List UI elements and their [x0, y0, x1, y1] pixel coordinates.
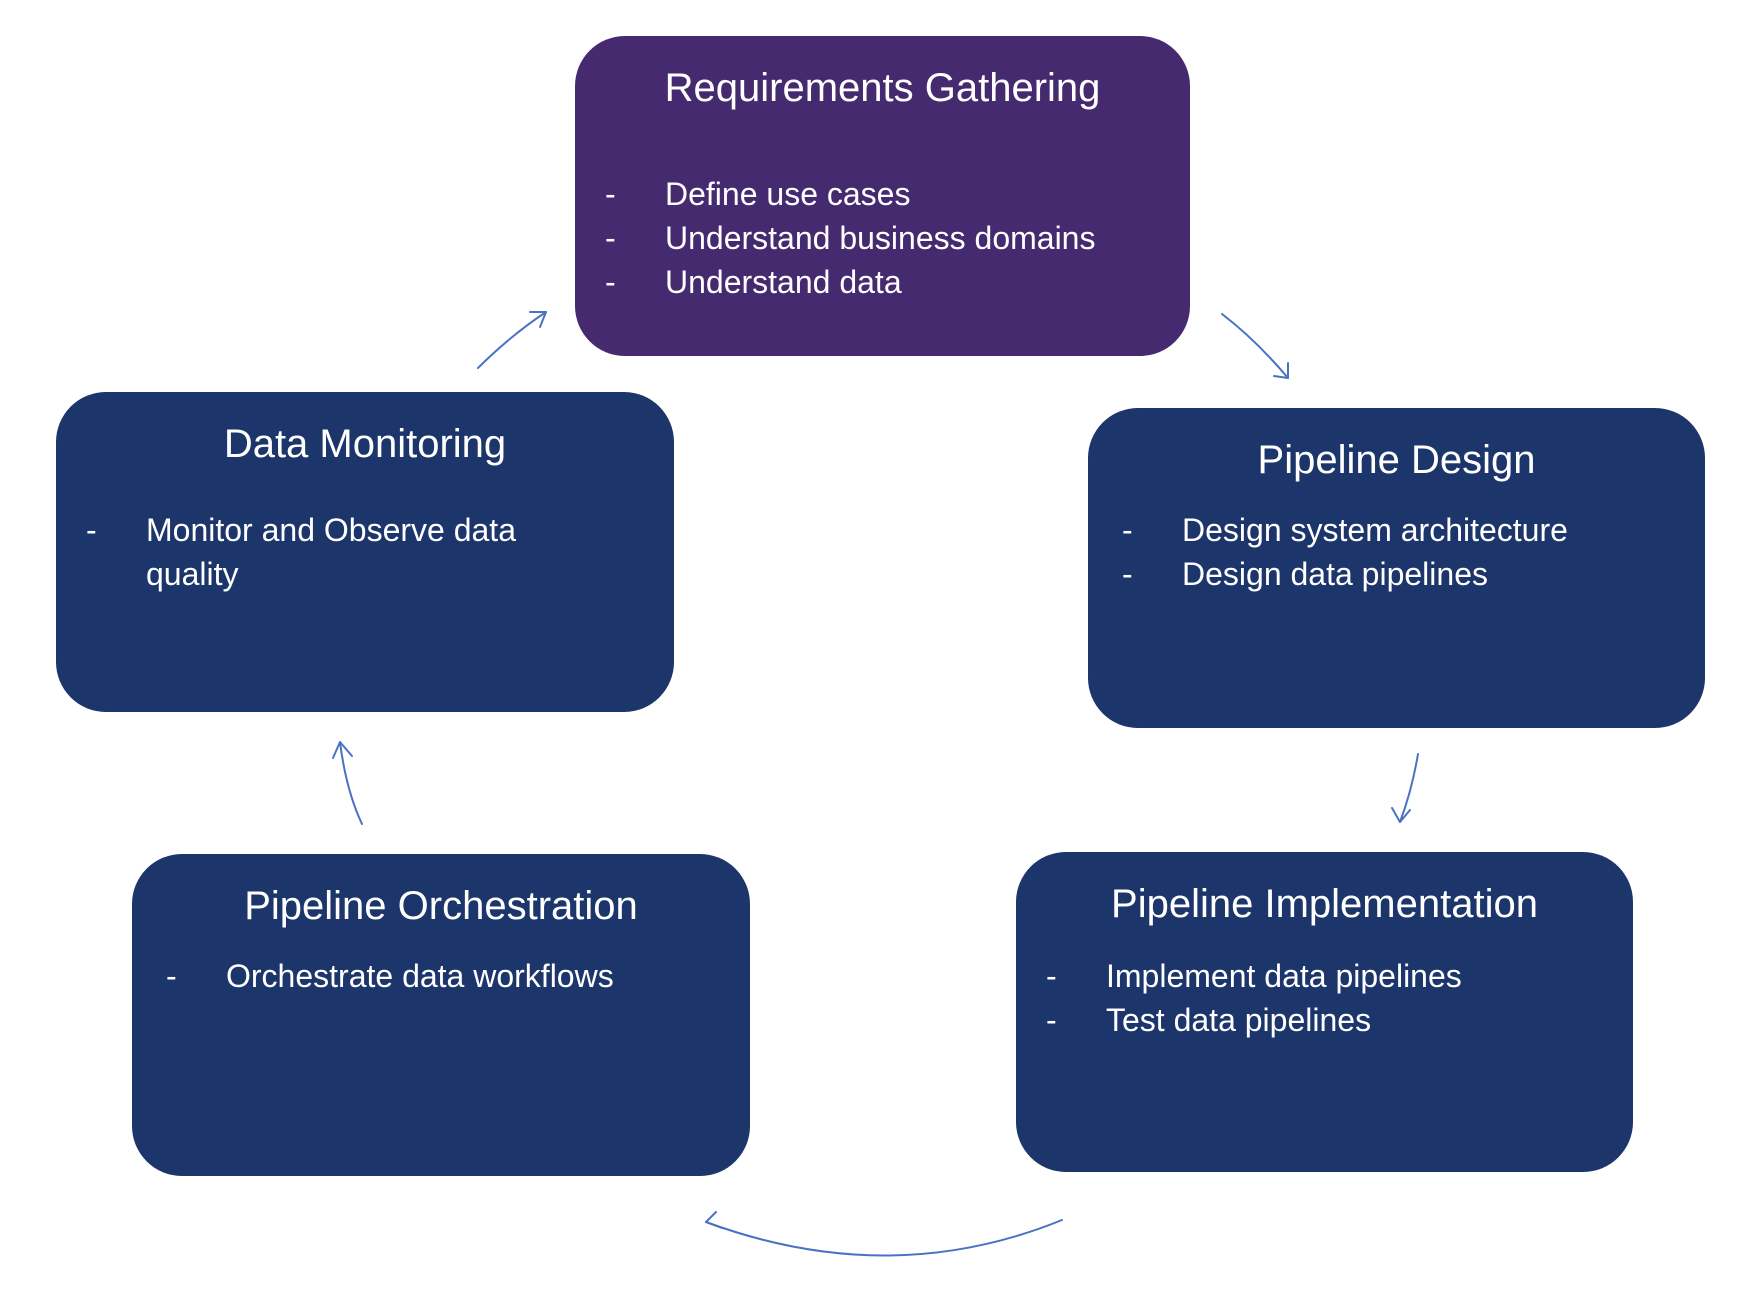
stage-items: - Define use cases - Understand business d… [605, 172, 1175, 304]
bullet-dash: - [1122, 556, 1133, 592]
bullet-dash: - [605, 220, 616, 256]
list-item: - Design system architecture [1122, 508, 1692, 552]
stage-items: - Implement data pipelines - Test data pip… [1046, 954, 1616, 1042]
item-text: Design data pipelines [1182, 556, 1488, 592]
arrowhead-design-to-implementation [1391, 807, 1411, 823]
item-text: Implement data pipelines [1106, 958, 1462, 994]
item-text: Monitor and Observe data quality [146, 512, 516, 592]
stage-items: - Design system architecture - Design data… [1122, 508, 1692, 596]
arrowhead-orchestration-to-monitoring [332, 741, 353, 759]
item-text: Define use cases [665, 176, 911, 212]
stage-items: - Monitor and Observe data quality [86, 508, 566, 596]
list-item: - Orchestrate data workflows [166, 954, 736, 998]
stage-requirements-gathering: Requirements Gathering - Define use cases… [575, 36, 1190, 356]
arrow-implementation-to-orchestration [705, 1219, 1063, 1257]
item-text: Understand business domains [665, 220, 1096, 256]
stage-pipeline-implementation: Pipeline Implementation - Implement data … [1016, 852, 1633, 1172]
arrowhead-implementation-to-orchestration [705, 1211, 723, 1229]
item-text: Understand data [665, 264, 902, 300]
list-item: - Design data pipelines [1122, 552, 1692, 596]
arrowhead-requirements-to-design [1273, 362, 1289, 379]
list-item: - Test data pipelines [1046, 998, 1616, 1042]
arrowhead-monitoring-to-requirements [529, 311, 547, 328]
list-item: - Monitor and Observe data quality [86, 508, 566, 596]
item-text: Design system architecture [1182, 512, 1568, 548]
item-text: Test data pipelines [1106, 1002, 1372, 1038]
bullet-dash: - [1046, 1002, 1057, 1038]
arrow-design-to-implementation [1399, 753, 1419, 823]
stage-title: Pipeline Implementation [1111, 882, 1538, 926]
arrow-monitoring-to-requirements [477, 311, 547, 369]
stage-items: - Orchestrate data workflows [166, 954, 736, 998]
arrow-requirements-to-design [1221, 313, 1289, 379]
list-item: - Understand business domains [605, 216, 1175, 260]
stage-data-monitoring: Data Monitoring - Monitor and Observe dat… [56, 392, 674, 712]
stage-pipeline-orchestration: Pipeline Orchestration - Orchestrate data… [132, 854, 750, 1176]
stage-title: Pipeline Orchestration [244, 884, 638, 928]
stage-pipeline-design: Pipeline Design - Design system architect… [1088, 408, 1705, 728]
stage-title: Pipeline Design [1257, 438, 1536, 482]
bullet-dash: - [166, 958, 177, 994]
arrow-orchestration-to-monitoring [339, 741, 363, 825]
stage-title: Data Monitoring [223, 422, 507, 466]
bullet-dash: - [1122, 512, 1133, 548]
bullet-dash: - [605, 176, 616, 212]
bullet-dash: - [1046, 958, 1057, 994]
bullet-dash: - [86, 512, 97, 548]
item-text: Orchestrate data workflows [226, 958, 614, 994]
stage-title: Requirements Gathering [664, 66, 1101, 110]
list-item: - Understand data [605, 260, 1175, 304]
list-item: - Define use cases [605, 172, 1175, 216]
list-item: - Implement data pipelines [1046, 954, 1616, 998]
bullet-dash: - [605, 264, 616, 300]
